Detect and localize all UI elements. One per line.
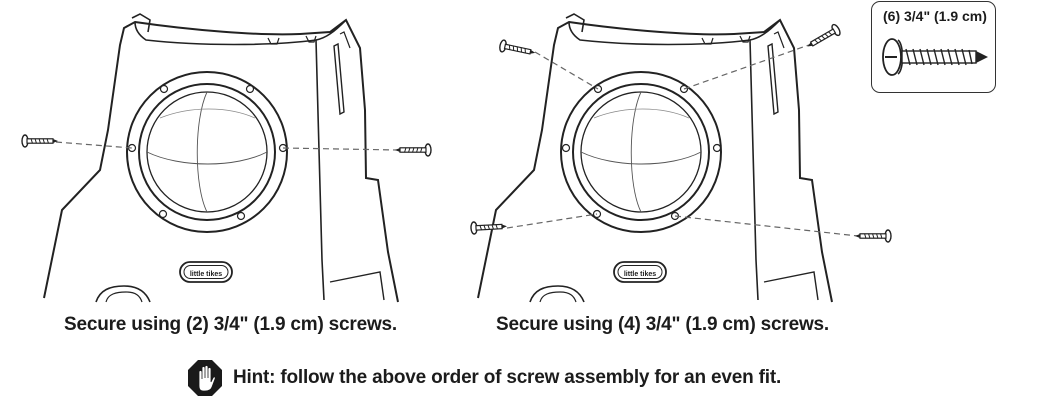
left-unit bbox=[43, 13, 399, 303]
assembly-illustration: little tikes little tikes bbox=[21, 13, 892, 303]
hint-text: Hint: follow the above order of screw as… bbox=[233, 367, 782, 388]
right-unit bbox=[477, 13, 833, 303]
screw-icon bbox=[882, 38, 988, 76]
hint: Hint: follow the above order of screw as… bbox=[187, 359, 781, 397]
callout-label: (6) 3/4" (1.9 cm) bbox=[883, 8, 987, 24]
screw-right-1 bbox=[498, 38, 538, 60]
screw-left-2 bbox=[394, 143, 432, 157]
logo-right: little tikes bbox=[624, 271, 656, 278]
screw-right-4 bbox=[854, 229, 892, 243]
screw-right-2 bbox=[803, 22, 843, 53]
screw-callout: (6) 3/4" (1.9 cm) bbox=[871, 1, 996, 93]
stop-hand-icon bbox=[188, 360, 222, 396]
screw-left-1 bbox=[21, 134, 59, 148]
caption-right: Secure using (4) 3/4" (1.9 cm) screws. bbox=[496, 314, 829, 335]
logo-left: little tikes bbox=[190, 271, 222, 278]
caption-left: Secure using (2) 3/4" (1.9 cm) screws. bbox=[64, 314, 397, 335]
